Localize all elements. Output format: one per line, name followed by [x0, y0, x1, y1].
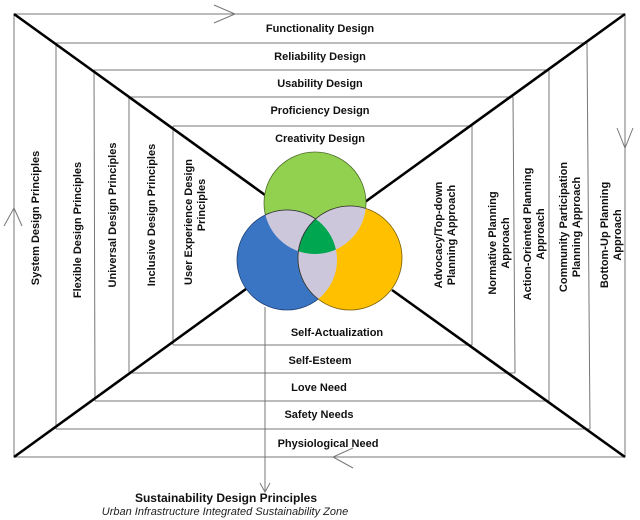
top-layer-label: Functionality Design: [266, 23, 374, 35]
left-layer-label: System Design Principles: [30, 151, 42, 286]
footer-title: Sustainability Design Principles: [135, 491, 317, 505]
left-arrow-icon: [331, 447, 354, 469]
bottom-layer-label: Self-Esteem: [289, 355, 352, 367]
outer-frame: [13, 13, 626, 458]
left-layer-label: Flexible Design Principles: [72, 162, 84, 298]
right-layer-label-line2: Approach: [535, 208, 547, 260]
top-bands: [56, 42, 587, 127]
right-layer-label-line2: Approach: [612, 209, 624, 261]
right-layer-label-line2: Planning Approach: [446, 185, 458, 286]
left-layer-label: Universal Design Principles: [107, 143, 119, 288]
footer-subtitle: Urban Infrastructure Integrated Sustaina…: [102, 506, 348, 518]
left-layer-label: Inclusive Design Principles: [146, 144, 158, 286]
left-layer-label-line2: Principles: [196, 179, 208, 232]
right-layer-label-line2: Planning Approach: [571, 177, 583, 278]
corner-diagonals: [13, 12, 626, 459]
bottom-layer-label: Physiological Need: [278, 438, 379, 450]
venn-center-overlap: [297, 210, 337, 254]
right-layer-label-line2: Approach: [500, 217, 512, 269]
right-layer-label: Advocacy/Top-down: [433, 181, 445, 288]
left-layer-label: User Experience Design: [183, 159, 195, 285]
top-layer-label: Usability Design: [277, 78, 363, 90]
right-layer-label: Bottom-Up Planning: [599, 182, 611, 288]
top-layer-label: Reliability Design: [274, 51, 366, 63]
right-layer-label: Community Participation: [558, 162, 570, 292]
top-layer-label: Creativity Design: [275, 133, 365, 145]
bottom-bands: [56, 344, 590, 430]
right-arrow-icon: [213, 4, 237, 24]
bottom-layer-label: Love Need: [291, 382, 347, 394]
top-layer-label: Proficiency Design: [270, 105, 369, 117]
right-bands: [471, 42, 591, 430]
left-bands: [55, 43, 174, 429]
up-arrow-icon: [3, 206, 23, 227]
right-layer-label: Normative Planning: [487, 191, 499, 294]
down-arrow-icon: [616, 127, 634, 150]
bottom-layer-label: Safety Needs: [284, 409, 353, 421]
venn-diagram: [236, 151, 403, 311]
right-layer-label: Action-Oriented Planning: [522, 168, 534, 301]
down-arrow-icon: [259, 482, 271, 494]
bottom-layer-label: Self-Actualization: [291, 327, 384, 339]
